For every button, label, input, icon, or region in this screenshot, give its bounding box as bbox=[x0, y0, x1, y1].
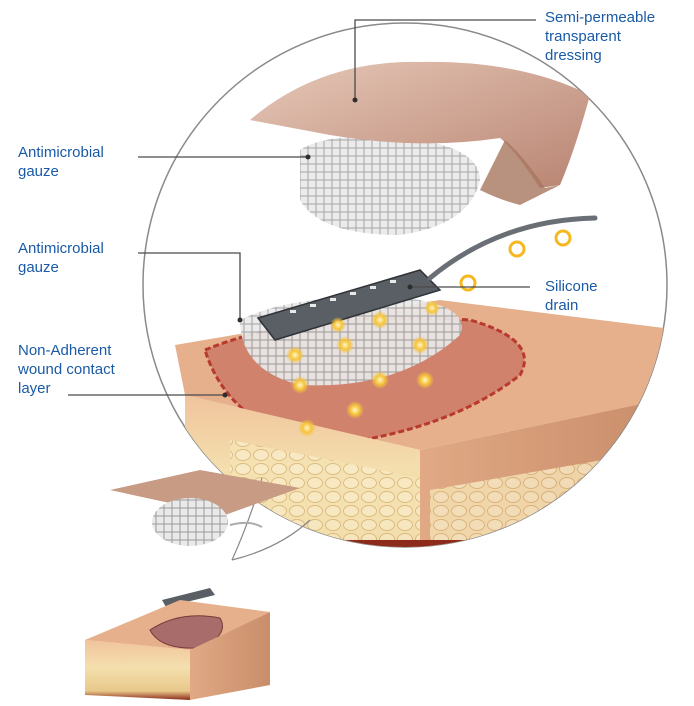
label-semi-permeable-dressing: Semi-permeable transparent dressing bbox=[545, 8, 655, 65]
label-non-adherent-contact-layer: Non-Adherent wound contact layer bbox=[18, 341, 115, 398]
label-antimicrobial-gauze-middle: Antimicrobial gauze bbox=[18, 239, 104, 277]
label-antimicrobial-gauze-top: Antimicrobial gauze bbox=[18, 143, 104, 181]
label-silicone-drain: Silicone drain bbox=[545, 277, 598, 315]
